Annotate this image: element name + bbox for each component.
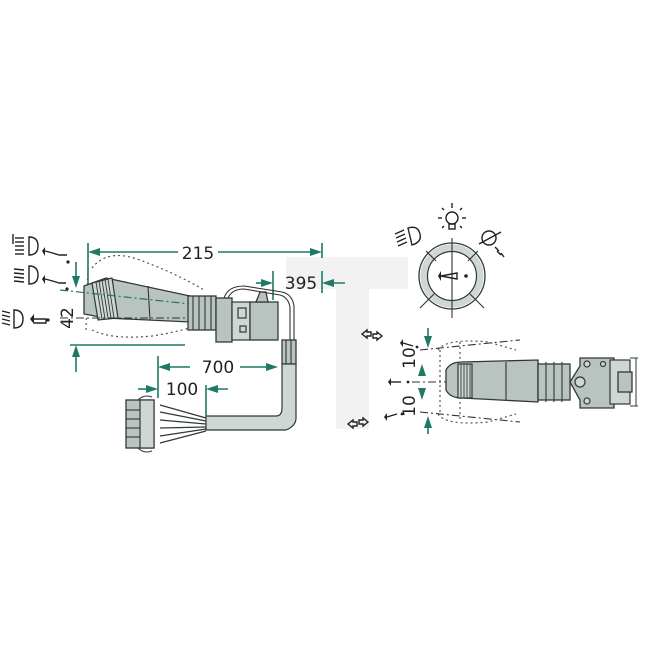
horn-icon	[42, 247, 70, 264]
watermark-logo	[286, 257, 408, 429]
dimension-label-10-upper: 10	[400, 347, 420, 369]
cable-connector	[125, 395, 155, 453]
dimension-label-10-lower: 10	[400, 395, 420, 417]
dimension-label-700: 700	[202, 358, 234, 378]
headlight-low-beam-icon	[1, 309, 24, 329]
dimension-label-395: 395	[285, 274, 317, 294]
horn-icon	[30, 314, 50, 324]
horn-icon	[400, 339, 419, 349]
dimension-395: 395	[256, 271, 345, 300]
dimension-label-100: 100	[166, 380, 198, 400]
rubber-bellows	[187, 295, 217, 331]
wire-harness	[159, 404, 207, 444]
dimension-10-upper: 10	[400, 328, 432, 376]
switch-lever-right	[445, 359, 539, 403]
dimension-10-lower: 10	[400, 388, 432, 434]
rubber-bellows-right	[537, 362, 571, 402]
dimension-215: 215	[87, 243, 323, 290]
bulb-icon	[438, 203, 466, 230]
dimension-700: 700	[157, 356, 278, 398]
wiper-washer-icon	[478, 230, 505, 258]
horn-icon	[384, 412, 404, 421]
switch-housing	[215, 285, 295, 345]
cable	[205, 339, 297, 431]
dimension-100: 100	[138, 380, 228, 416]
horn-icon	[388, 378, 410, 386]
horn-icon	[438, 271, 468, 281]
headlight-dipped-icon	[13, 265, 39, 285]
headlight-icon	[394, 226, 422, 247]
light-horn-symbols	[1, 234, 70, 329]
function-dial	[418, 238, 486, 318]
turn-signal-arrows-icon	[346, 416, 370, 430]
right-view: 10 10	[346, 203, 638, 434]
headlight-high-beam-icon	[12, 234, 39, 256]
upper-position-line	[419, 339, 521, 351]
dimension-label-215: 215	[182, 244, 214, 264]
lower-position-line	[419, 411, 521, 423]
switch-housing-right	[569, 357, 638, 409]
horn-icon	[42, 275, 69, 291]
left-view: 215 395 42	[1, 234, 345, 453]
turn-signal-arrows-icon	[360, 328, 384, 342]
